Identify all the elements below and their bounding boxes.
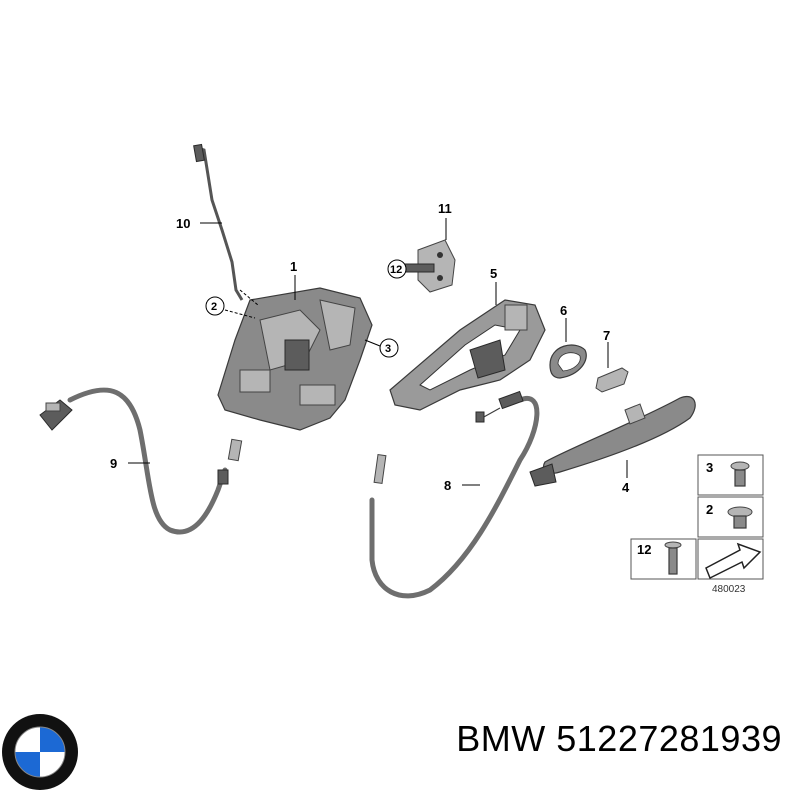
callout-2: 2	[211, 301, 217, 313]
legend-row2-number: 2	[706, 502, 713, 517]
callout-4: 4	[622, 480, 630, 495]
legend-row3-number: 12	[637, 542, 651, 557]
callout-12: 12	[390, 264, 402, 276]
brand-name: BMW	[456, 718, 546, 759]
bmw-logo	[2, 714, 78, 790]
part-7-cover	[595, 367, 629, 393]
part-6-gasket	[549, 344, 587, 379]
callout-3: 3	[385, 343, 391, 355]
callout-6: 6	[560, 303, 567, 318]
part-8-cable	[369, 390, 540, 599]
callout-1: 1	[290, 259, 297, 274]
part-4-door-handle	[529, 396, 696, 487]
callout-10: 10	[176, 216, 190, 231]
legend-fasteners: 3 2 12 480023	[630, 454, 764, 595]
callout-7: 7	[603, 328, 610, 343]
screw-icon	[727, 506, 753, 529]
part-caption: BMW 51227281939	[456, 718, 782, 760]
part-9-cable	[39, 387, 243, 535]
part-10-rod	[193, 143, 244, 301]
arrow-icon	[705, 542, 762, 580]
callout-9: 9	[110, 456, 117, 471]
screw-icon	[664, 541, 682, 575]
screw-icon	[730, 461, 750, 487]
legend-row1-number: 3	[706, 460, 713, 475]
callout-5: 5	[490, 266, 497, 281]
part-5-carrier-frame	[389, 299, 546, 411]
part-1-lock-body	[217, 287, 373, 431]
callout-8: 8	[444, 478, 451, 493]
part-11-bracket	[399, 239, 456, 293]
part-number: 51227281939	[556, 718, 782, 759]
figure-reference-code: 480023	[712, 584, 746, 595]
callout-11: 11	[438, 201, 452, 216]
